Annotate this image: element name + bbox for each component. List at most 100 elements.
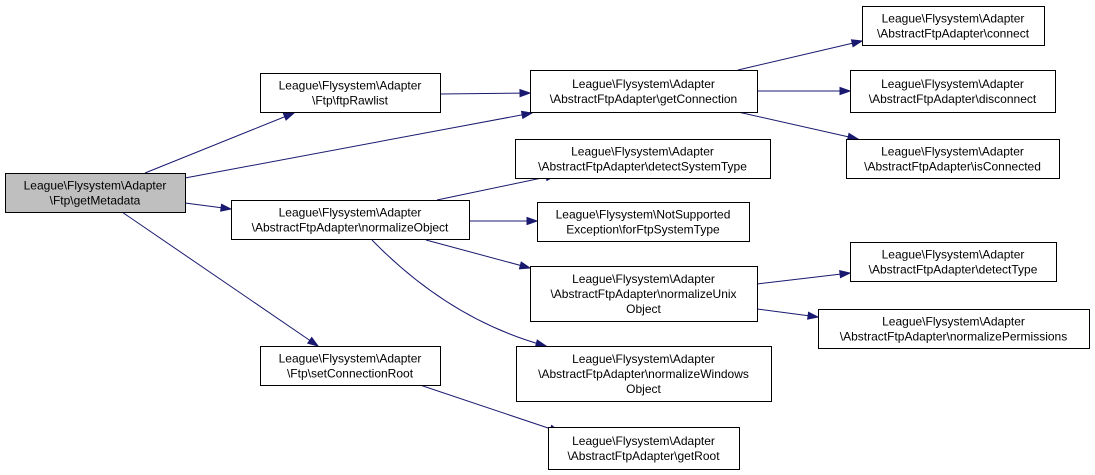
node-label-line: \AbstractFtpAdapter\normalizeWindows xyxy=(538,367,749,381)
node-box[interactable] xyxy=(516,346,772,402)
node-label-line: Exception\forFtpSystemType xyxy=(566,223,720,237)
edge-normalizeObject-to-normalizeWindowsObject xyxy=(371,239,548,348)
node-label-line: League\Flysystem\Adapter xyxy=(882,315,1025,329)
arrow-head xyxy=(306,336,320,347)
arrow-head xyxy=(839,86,852,96)
node-normalizeUnixObject[interactable]: League\Flysystem\Adapter\AbstractFtpAdap… xyxy=(530,266,758,322)
node-label-line: \Ftp\ftpRawlist xyxy=(312,94,389,108)
node-label-line: League\Flysystem\Adapter xyxy=(572,77,715,91)
node-detectSystemType[interactable]: League\Flysystem\Adapter\AbstractFtpAdap… xyxy=(515,139,771,179)
arrow-head xyxy=(839,270,852,279)
node-box[interactable] xyxy=(850,242,1057,282)
node-label-line: League\Flysystem\Adapter xyxy=(882,248,1025,262)
edge-line xyxy=(737,111,859,140)
edges-layer xyxy=(121,39,864,433)
arrow-head xyxy=(807,311,820,320)
edge-line xyxy=(439,92,531,95)
node-getMetadata[interactable]: League\Flysystem\Adapter\Ftp\getMetadata xyxy=(5,173,186,213)
node-label-line: \AbstractFtpAdapter\normalizeObject xyxy=(252,221,449,235)
edge-line xyxy=(371,239,547,347)
edge-line xyxy=(121,211,319,347)
node-box[interactable] xyxy=(260,73,441,113)
node-normalizePermissions[interactable]: League\Flysystem\Adapter\AbstractFtpAdap… xyxy=(818,309,1090,349)
edge-getConnection-to-connect xyxy=(737,39,864,71)
node-normalizeObject[interactable]: League\Flysystem\Adapter\AbstractFtpAdap… xyxy=(231,200,470,240)
edge-line xyxy=(756,272,851,285)
node-box[interactable] xyxy=(537,202,750,242)
arrow-head xyxy=(850,39,864,48)
node-box[interactable] xyxy=(548,427,740,470)
node-box[interactable] xyxy=(530,266,758,322)
node-ftpRawlist[interactable]: League\Flysystem\Adapter\Ftp\ftpRawlist xyxy=(260,73,441,113)
edge-line xyxy=(144,112,295,174)
edge-line xyxy=(436,174,557,201)
node-label-line: \AbstractFtpAdapter\connect xyxy=(877,27,1030,41)
node-label-line: \Ftp\setConnectionRoot xyxy=(287,367,414,381)
node-isConnected[interactable]: League\Flysystem\Adapter\AbstractFtpAdap… xyxy=(846,139,1060,179)
node-box[interactable] xyxy=(515,139,771,179)
node-box[interactable] xyxy=(862,6,1045,46)
node-box[interactable] xyxy=(850,70,1056,113)
arrow-head xyxy=(534,339,548,348)
node-label-line: \Ftp\getMetadata xyxy=(50,194,141,208)
node-label-line: League\Flysystem\Adapter xyxy=(572,272,715,286)
node-label-line: League\Flysystem\Adapter xyxy=(881,145,1024,159)
node-setConnectionRoot[interactable]: League\Flysystem\Adapter\Ftp\setConnecti… xyxy=(260,346,441,386)
node-connect[interactable]: League\Flysystem\Adapter\AbstractFtpAdap… xyxy=(862,6,1045,46)
node-label-line: \AbstractFtpAdapter\isConnected xyxy=(864,160,1041,174)
node-label-line: \AbstractFtpAdapter\getRoot xyxy=(567,449,720,463)
edge-normalizeUnixObject-to-detectType xyxy=(756,270,852,285)
edge-getConnection-to-isConnected xyxy=(737,111,860,141)
node-label-line: League\Flysystem\Adapter xyxy=(24,179,167,193)
edge-getMetadata-to-normalizeObject xyxy=(184,202,233,212)
node-normalizeWindowsObject[interactable]: League\Flysystem\Adapter\AbstractFtpAdap… xyxy=(516,346,772,402)
arrow-head xyxy=(518,261,532,270)
node-label-line: \AbstractFtpAdapter\getConnection xyxy=(550,92,737,106)
edge-normalizeObject-to-forFtpSystemType xyxy=(469,216,539,226)
edge-getMetadata-to-ftpRawlist xyxy=(144,112,296,174)
nodes-layer: League\Flysystem\Adapter\Ftp\getMetadata… xyxy=(5,6,1090,470)
edge-getConnection-to-disconnect xyxy=(757,86,852,96)
edge-line xyxy=(419,384,561,433)
node-label-line: Object xyxy=(626,382,661,396)
arrow-head xyxy=(282,112,296,121)
node-detectType[interactable]: League\Flysystem\Adapter\AbstractFtpAdap… xyxy=(850,242,1057,282)
edge-line xyxy=(184,112,533,179)
node-label-line: League\Flysystem\Adapter xyxy=(279,206,422,220)
node-label-line: \AbstractFtpAdapter\normalizePermissions xyxy=(840,330,1067,344)
node-box[interactable] xyxy=(530,70,758,113)
node-label-line: Object xyxy=(626,302,661,316)
node-box[interactable] xyxy=(5,173,186,213)
node-forFtpSystemType[interactable]: League\Flysystem\NotSupportedException\f… xyxy=(537,202,750,242)
node-label-line: League\Flysystem\Adapter xyxy=(881,77,1024,91)
arrow-head xyxy=(220,203,233,212)
node-disconnect[interactable]: League\Flysystem\Adapter\AbstractFtpAdap… xyxy=(850,70,1056,113)
node-label-line: League\Flysystem\Adapter xyxy=(571,145,714,159)
node-box[interactable] xyxy=(260,346,441,386)
node-label-line: League\Flysystem\Adapter xyxy=(572,352,715,366)
node-box[interactable] xyxy=(818,309,1090,349)
node-label-line: League\Flysystem\Adapter xyxy=(882,12,1025,26)
node-label-line: \AbstractFtpAdapter\detectSystemType xyxy=(538,160,747,174)
node-getConnection[interactable]: League\Flysystem\Adapter\AbstractFtpAdap… xyxy=(530,70,758,113)
node-getRoot[interactable]: League\Flysystem\Adapter\AbstractFtpAdap… xyxy=(548,427,740,470)
edge-getMetadata-to-setConnectionRoot xyxy=(121,211,320,347)
node-label-line: League\Flysystem\Adapter xyxy=(279,352,422,366)
edge-normalizeUnixObject-to-normalizePermissions xyxy=(756,308,820,320)
node-label-line: League\Flysystem\NotSupported xyxy=(556,208,731,222)
node-label-line: League\Flysystem\Adapter xyxy=(279,79,422,93)
edge-normalizeObject-to-normalizeUnixObject xyxy=(425,239,532,270)
edge-line xyxy=(425,239,531,269)
edge-ftpRawlist-to-getConnection xyxy=(439,88,532,98)
node-label-line: \AbstractFtpAdapter\normalizeUnix xyxy=(550,287,736,301)
arrow-head xyxy=(526,216,539,226)
arrow-head xyxy=(519,88,532,98)
node-box[interactable] xyxy=(846,139,1060,179)
edge-line xyxy=(737,40,863,71)
edge-getMetadata-to-getConnection xyxy=(184,110,534,179)
node-label-line: \AbstractFtpAdapter\detectType xyxy=(869,263,1038,277)
arrow-head xyxy=(520,110,534,120)
node-box[interactable] xyxy=(231,200,470,240)
node-label-line: League\Flysystem\Adapter xyxy=(572,434,715,448)
